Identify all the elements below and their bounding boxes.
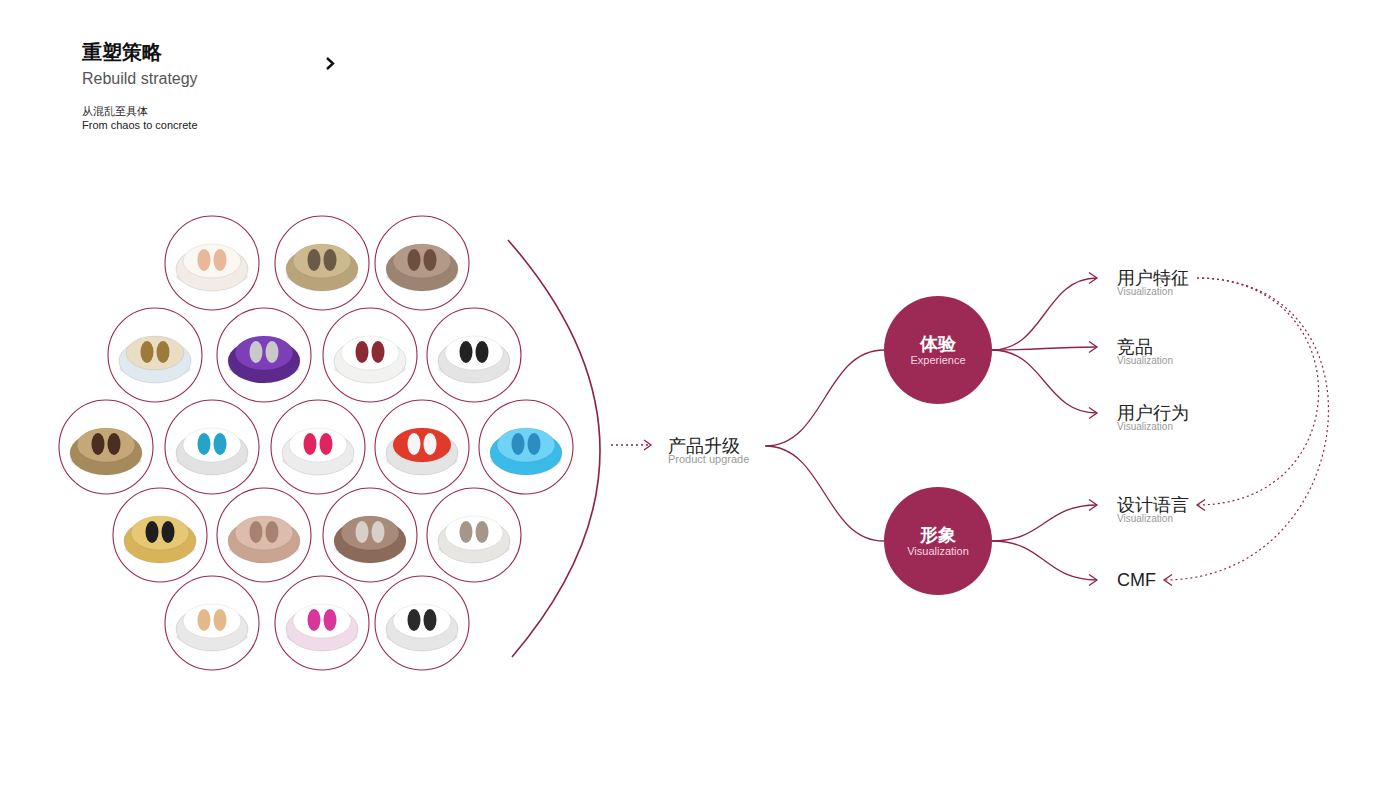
connector bbox=[992, 541, 1097, 586]
connector bbox=[992, 273, 1097, 351]
arrow-head bbox=[1089, 575, 1097, 586]
product-gallery bbox=[59, 216, 573, 670]
node-title: 用户特征 bbox=[1117, 267, 1189, 289]
curve-connector bbox=[992, 350, 1097, 413]
product-thumbnail bbox=[375, 400, 469, 494]
node-title: 竞品 bbox=[1117, 336, 1173, 358]
arrow-head bbox=[644, 440, 651, 450]
curve-connector bbox=[992, 278, 1097, 350]
arrow-head bbox=[1164, 575, 1172, 586]
product-thumbnail bbox=[165, 400, 259, 494]
product-thumbnail bbox=[165, 576, 259, 670]
caption-label: Rebuild strategy bbox=[82, 69, 198, 88]
dotted-connector bbox=[1197, 278, 1319, 505]
node-title: 用户行为 bbox=[1117, 402, 1189, 424]
connector bbox=[765, 446, 884, 541]
connector bbox=[765, 350, 884, 446]
node-subtitle: Experience bbox=[910, 354, 965, 366]
curve-connector bbox=[992, 347, 1097, 350]
node-title: 体验 bbox=[920, 334, 956, 354]
node-title: 设计语言 bbox=[1117, 494, 1189, 516]
connector bbox=[992, 350, 1097, 419]
chevron-icon bbox=[327, 58, 333, 69]
arrow-head bbox=[1089, 500, 1097, 511]
product-thumbnail bbox=[165, 216, 259, 310]
product-thumbnail bbox=[271, 400, 365, 494]
product-thumbnail bbox=[323, 308, 417, 402]
node-subtitle: Visualization bbox=[1117, 286, 1189, 297]
connector bbox=[992, 342, 1097, 353]
curve-connector bbox=[765, 446, 884, 541]
aspect-item: 设计语言Visualization bbox=[1097, 494, 1195, 524]
product-thumbnail bbox=[217, 488, 311, 582]
product-thumbnail bbox=[59, 400, 153, 494]
node-title: CMF bbox=[1117, 569, 1156, 591]
curve-connector bbox=[992, 505, 1097, 541]
caption-label: 从混乱至具体 bbox=[82, 104, 148, 118]
product-thumbnail bbox=[323, 488, 417, 582]
curve-connector bbox=[992, 541, 1097, 580]
node-title: 形象 bbox=[920, 525, 956, 545]
bracket-arc bbox=[508, 240, 600, 657]
caption-label: From chaos to concrete bbox=[82, 118, 198, 132]
product-thumbnail bbox=[108, 308, 202, 402]
arrow-head bbox=[1089, 342, 1097, 353]
connector bbox=[992, 500, 1097, 542]
product-thumbnail bbox=[275, 216, 369, 310]
dotted-connector bbox=[1164, 278, 1328, 580]
arrow-head bbox=[1197, 500, 1205, 511]
category-circle: 形象Visualization bbox=[884, 487, 992, 595]
page-title: 重塑策略 bbox=[82, 40, 162, 64]
aspect-item: 竞品Visualization bbox=[1097, 336, 1179, 366]
aspect-item: 用户特征Visualization bbox=[1097, 267, 1195, 297]
connector bbox=[1197, 278, 1319, 511]
connector bbox=[1164, 278, 1328, 586]
product-thumbnail bbox=[479, 400, 573, 494]
aspect-item: CMF bbox=[1097, 569, 1162, 591]
product-thumbnail bbox=[375, 216, 469, 310]
product-thumbnail bbox=[275, 576, 369, 670]
arrow-head bbox=[1089, 408, 1097, 419]
product-thumbnail bbox=[427, 488, 521, 582]
node-subtitle: Visualization bbox=[1117, 513, 1189, 524]
node-subtitle: Visualization bbox=[1117, 355, 1173, 366]
arrow-head bbox=[1089, 273, 1097, 284]
node-subtitle: Product upgrade bbox=[668, 454, 749, 465]
dotted-arrow bbox=[611, 444, 650, 445]
product-thumbnail bbox=[427, 308, 521, 402]
node-subtitle: Visualization bbox=[907, 545, 969, 557]
node-subtitle: Visualization bbox=[1117, 421, 1189, 432]
category-circle: 体验Experience bbox=[884, 296, 992, 404]
aspect-item: 用户行为Visualization bbox=[1097, 402, 1195, 432]
branch-label: 产品升级Product upgrade bbox=[668, 435, 765, 465]
product-thumbnail bbox=[217, 308, 311, 402]
product-thumbnail bbox=[375, 576, 469, 670]
product-thumbnail bbox=[113, 488, 207, 582]
curve-connector bbox=[765, 350, 884, 446]
